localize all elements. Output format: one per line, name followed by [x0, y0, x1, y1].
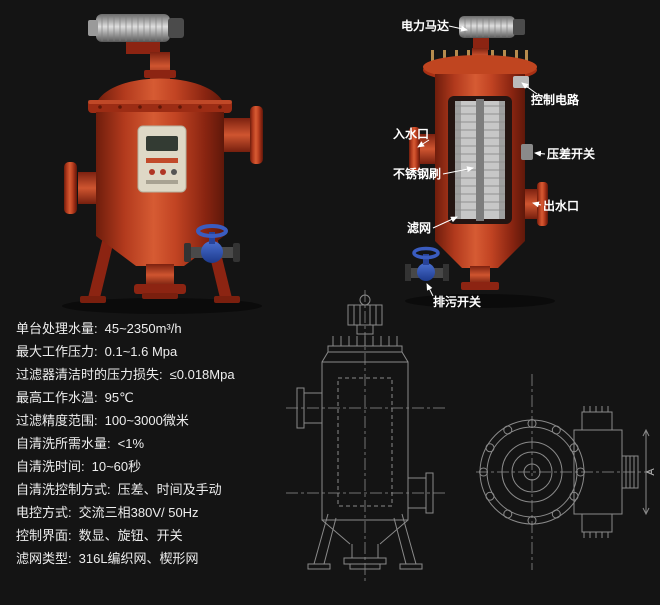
- top-view-svg: A: [476, 374, 657, 570]
- spec-value: 316L编织网、楔形网: [78, 551, 199, 566]
- floor-shadow: [62, 298, 262, 314]
- drain-valve: [405, 246, 449, 281]
- callout-inlet-label: 入水口: [393, 126, 429, 141]
- spec-line-interface: 控制界面: 数显、旋钮、开关: [16, 524, 235, 547]
- callout-control-circuit-label: 控制电路: [531, 92, 580, 107]
- filter-product-render: [0, 0, 330, 325]
- callout-drain-leader: [426, 283, 434, 297]
- pressure-switch-sensor: [521, 144, 533, 160]
- electric-motor: [459, 16, 525, 50]
- spec-label: 单台处理水量:: [16, 321, 98, 336]
- spec-line-filtration-range: 过滤精度范围: 100~3000微米: [16, 409, 235, 432]
- spec-label: 最高工作水温:: [16, 390, 98, 405]
- spec-label: 最大工作压力:: [16, 344, 98, 359]
- callout-brush-label: 不锈钢刷: [393, 166, 441, 181]
- bottom-pipe: [470, 266, 490, 284]
- filter-cutaway-render: 电力马达 控制电路 入水口 压差开关 不锈钢刷 出水口 滤网 排污开关: [385, 6, 660, 333]
- top-view-drawing: A: [474, 368, 657, 583]
- spec-label: 自清洗时间:: [16, 459, 85, 474]
- spec-label: 过滤精度范围:: [16, 413, 98, 428]
- spec-value: ≤0.018Mpa: [169, 367, 235, 382]
- callout-pressure-switch-label: 压差开关: [547, 146, 595, 161]
- bottom-flange: [461, 282, 499, 290]
- floor-shadow: [405, 294, 555, 308]
- drain-valve: [184, 224, 240, 263]
- spec-value: 45~2350m³/h: [104, 321, 182, 336]
- spec-label: 电控方式:: [16, 505, 72, 520]
- spec-label: 控制界面:: [16, 528, 72, 543]
- callouts: 电力马达 控制电路 入水口 压差开关 不锈钢刷 出水口 滤网 排污开关: [393, 18, 595, 309]
- dimension-label: A: [645, 468, 656, 476]
- callout-control-circuit-leader: [521, 82, 538, 95]
- filter-render-svg: [62, 14, 263, 314]
- callout-motor-label: 电力马达: [401, 18, 449, 33]
- spec-line-control-mode: 自清洗控制方式: 压差、时间及手动: [16, 478, 235, 501]
- bottom-cone: [96, 236, 224, 266]
- left-leg: [313, 513, 337, 565]
- bottom-pipe: [146, 264, 174, 286]
- callout-motor-leader: [448, 25, 468, 32]
- spec-line-cleaning-time: 自清洗时间: 10~60秒: [16, 455, 235, 478]
- cutaway-window: [448, 96, 512, 224]
- flange-studs: [332, 336, 398, 346]
- outlet-nozzle: [525, 182, 548, 226]
- bottom-base: [142, 293, 178, 299]
- top-flange-ring: [88, 100, 232, 113]
- spec-value: 交流三相380V/ 50Hz: [78, 505, 199, 520]
- callout-outlet-label: 出水口: [543, 198, 579, 213]
- callout-screen-label: 滤网: [407, 220, 431, 235]
- spec-list: 单台处理水量: 45~2350m³/h 最大工作压力: 0.1~1.6 Mpa 过滤…: [16, 317, 235, 570]
- front-view-drawing: [278, 288, 453, 593]
- outlet-nozzle-right: [224, 106, 263, 164]
- callout-screen-leader: [432, 216, 458, 229]
- electric-motor: [88, 14, 184, 54]
- brush-shaft: [476, 99, 484, 221]
- dome-cap: [96, 78, 224, 104]
- spec-line-pressure: 最大工作压力: 0.1~1.6 Mpa: [16, 340, 235, 363]
- spec-value: 压差、时间及手动: [117, 482, 222, 497]
- right-leg: [393, 513, 417, 565]
- spec-label: 自清洗控制方式:: [16, 482, 111, 497]
- control-panel: [137, 125, 187, 193]
- spec-line-cleaning-water: 自清洗所需水量: <1%: [16, 432, 235, 455]
- callout-brush-leader: [442, 166, 474, 175]
- bottom-cone: [435, 241, 525, 268]
- callout-outlet-leader: [532, 201, 542, 208]
- callout-inlet-leader: [417, 139, 430, 148]
- spec-label: 滤网类型:: [16, 551, 72, 566]
- spec-value: 95℃: [104, 390, 134, 405]
- spec-line-screen-type: 滤网类型: 316L编织网、楔形网: [16, 547, 235, 570]
- spec-line-pressure-loss: 过滤器清洁时的压力损失: ≤0.018Mpa: [16, 363, 235, 386]
- spec-label: 自清洗所需水量:: [16, 436, 111, 451]
- callout-drain-label: 排污开关: [433, 294, 481, 309]
- spec-value: <1%: [117, 436, 145, 451]
- spec-value: 100~3000微米: [104, 413, 189, 428]
- front-view-svg: [286, 290, 445, 584]
- spec-value: 10~60秒: [91, 459, 142, 474]
- riser-flange: [144, 70, 176, 78]
- filter-cutaway-svg: 电力马达 控制电路 入水口 压差开关 不锈钢刷 出水口 滤网 排污开关: [393, 16, 595, 309]
- callout-pressure-switch-leader: [534, 150, 546, 157]
- bottom-flange: [134, 284, 186, 294]
- inlet-nozzle-left: [64, 162, 96, 214]
- bolt-holes: [479, 419, 585, 525]
- spec-line-flow: 单台处理水量: 45~2350m³/h: [16, 317, 235, 340]
- spec-line-power: 电控方式: 交流三相380V/ 50Hz: [16, 501, 235, 524]
- vessel-outline: [321, 361, 409, 521]
- spec-value: 数显、旋钮、开关: [78, 528, 183, 543]
- spec-line-max-temp: 最高工作水温: 95℃: [16, 386, 235, 409]
- spec-label: 过滤器清洁时的压力损失:: [16, 367, 163, 382]
- spec-value: 0.1~1.6 Mpa: [104, 344, 178, 359]
